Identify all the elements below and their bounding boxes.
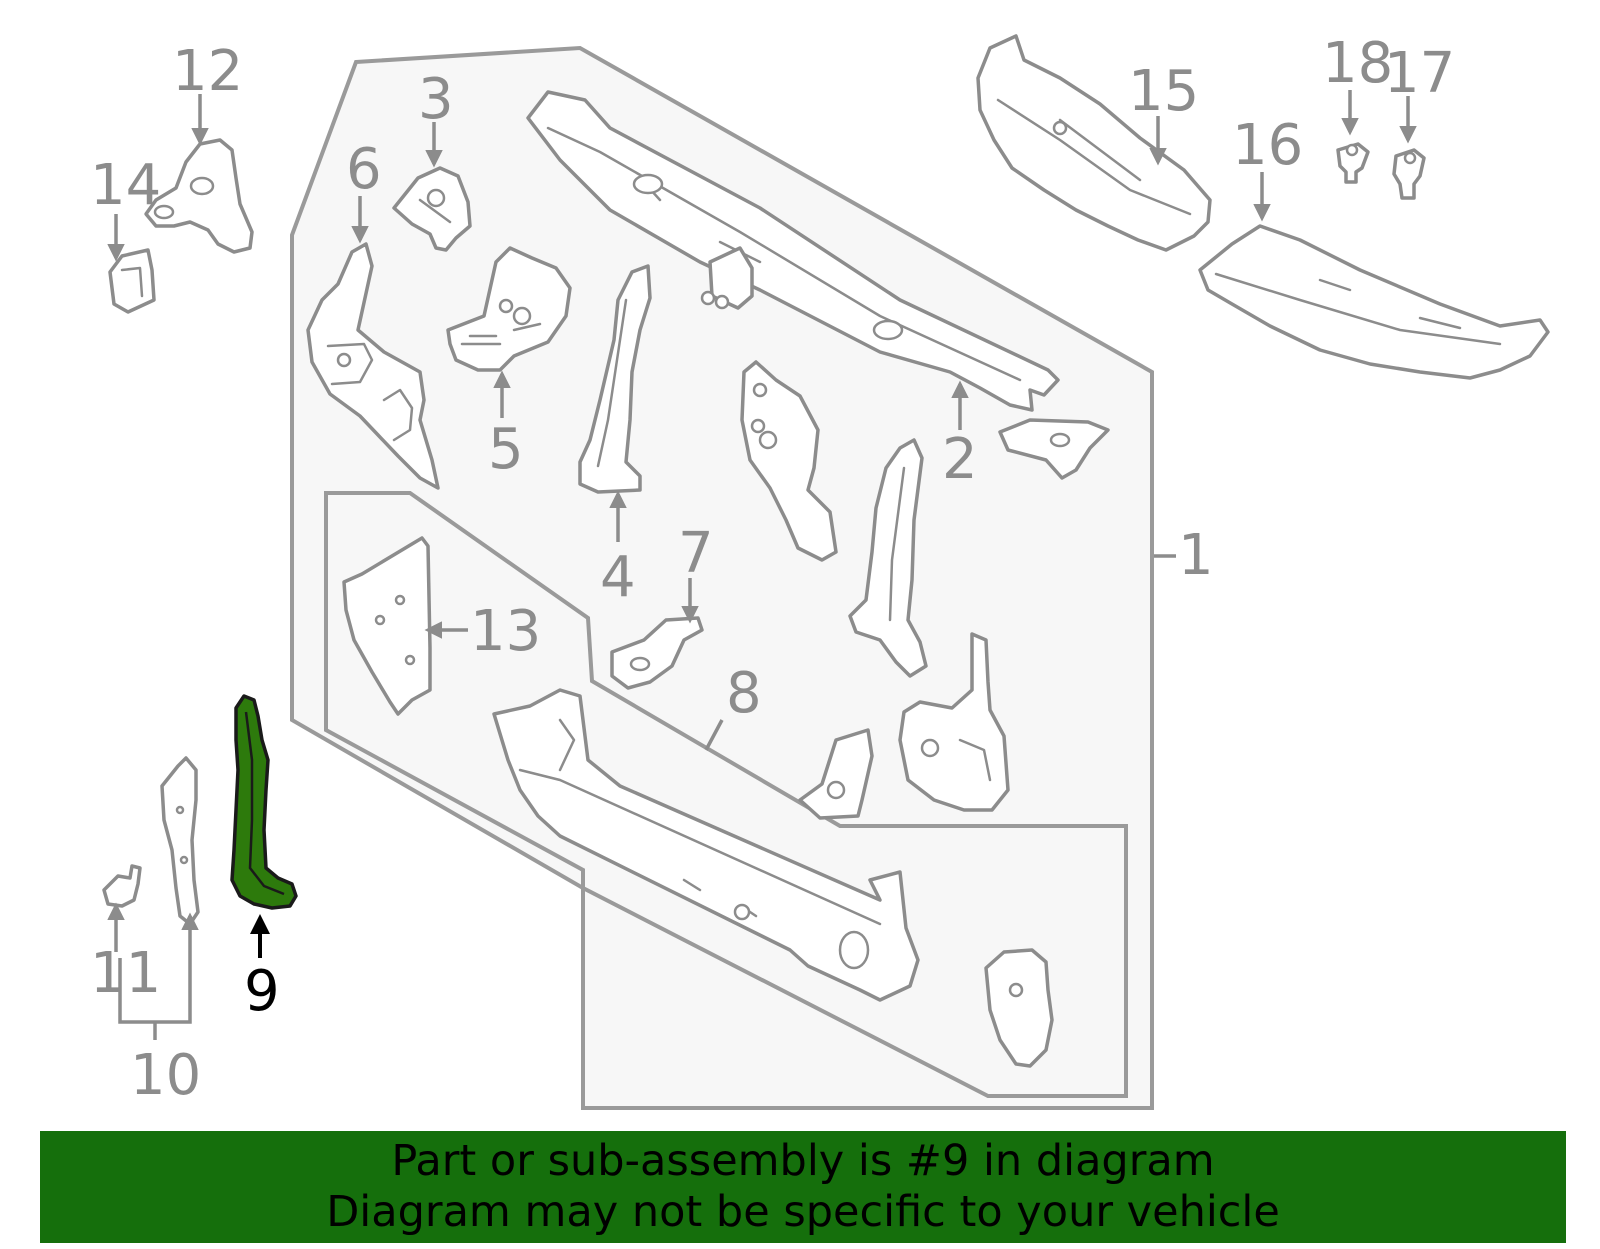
bracket-5-part <box>446 246 572 372</box>
callout-2: 2 <box>942 427 978 492</box>
clip-14-part <box>108 248 156 314</box>
upper-support-part <box>526 90 1060 412</box>
right-brace-part <box>848 438 928 678</box>
bracket-10-part <box>160 756 200 926</box>
callout-10: 10 <box>130 1043 201 1108</box>
sub-bracket-part <box>798 728 874 820</box>
bolt-11-part <box>102 864 142 908</box>
panel-13-part <box>342 536 432 716</box>
callout-12: 12 <box>172 39 243 104</box>
vertical-brace-4-part <box>578 264 652 494</box>
lower-crossmember-part <box>492 688 920 1002</box>
callout-4: 4 <box>600 545 636 610</box>
right-lower-bracket-part <box>898 632 1010 812</box>
small-bracket-part <box>998 418 1110 480</box>
callout-1: 1 <box>1178 523 1214 588</box>
reinforcement-16-part <box>1198 224 1550 380</box>
callout-16: 16 <box>1232 113 1303 178</box>
subassembly-outline <box>324 491 1128 1098</box>
callout-9: 9 <box>244 959 280 1024</box>
bracket-12-part <box>144 138 254 254</box>
callout-13: 13 <box>470 599 541 664</box>
callout-17: 17 <box>1384 41 1455 106</box>
fastener-17-part <box>1392 148 1426 200</box>
sub-plate-part <box>984 948 1054 1068</box>
callout-8: 8 <box>726 661 762 726</box>
callout-3: 3 <box>418 67 454 132</box>
callout-5: 5 <box>488 417 524 482</box>
side-member-6-part <box>306 242 440 490</box>
leader-lines <box>107 90 1417 1040</box>
center-bracket-part <box>740 360 838 562</box>
callout-15: 15 <box>1128 59 1199 124</box>
callout-11: 11 <box>90 941 161 1006</box>
callout-14: 14 <box>90 153 161 218</box>
banner-line-2: Diagram may not be specific to your vehi… <box>326 1187 1280 1237</box>
bracket-7-part <box>610 616 704 690</box>
banner-line-1: Part or sub-assembly is #9 in diagram <box>391 1136 1215 1186</box>
info-banner: Part or sub-assembly is #9 in diagram Di… <box>40 1131 1566 1243</box>
callout-18: 18 <box>1322 31 1393 96</box>
callout-6: 6 <box>346 137 382 202</box>
bracket-3-part <box>392 166 472 252</box>
fastener-18-part <box>1336 142 1370 184</box>
reinforcement-9-highlighted <box>230 694 298 910</box>
reinforcement-15-part <box>976 34 1212 252</box>
callout-7: 7 <box>678 521 714 586</box>
